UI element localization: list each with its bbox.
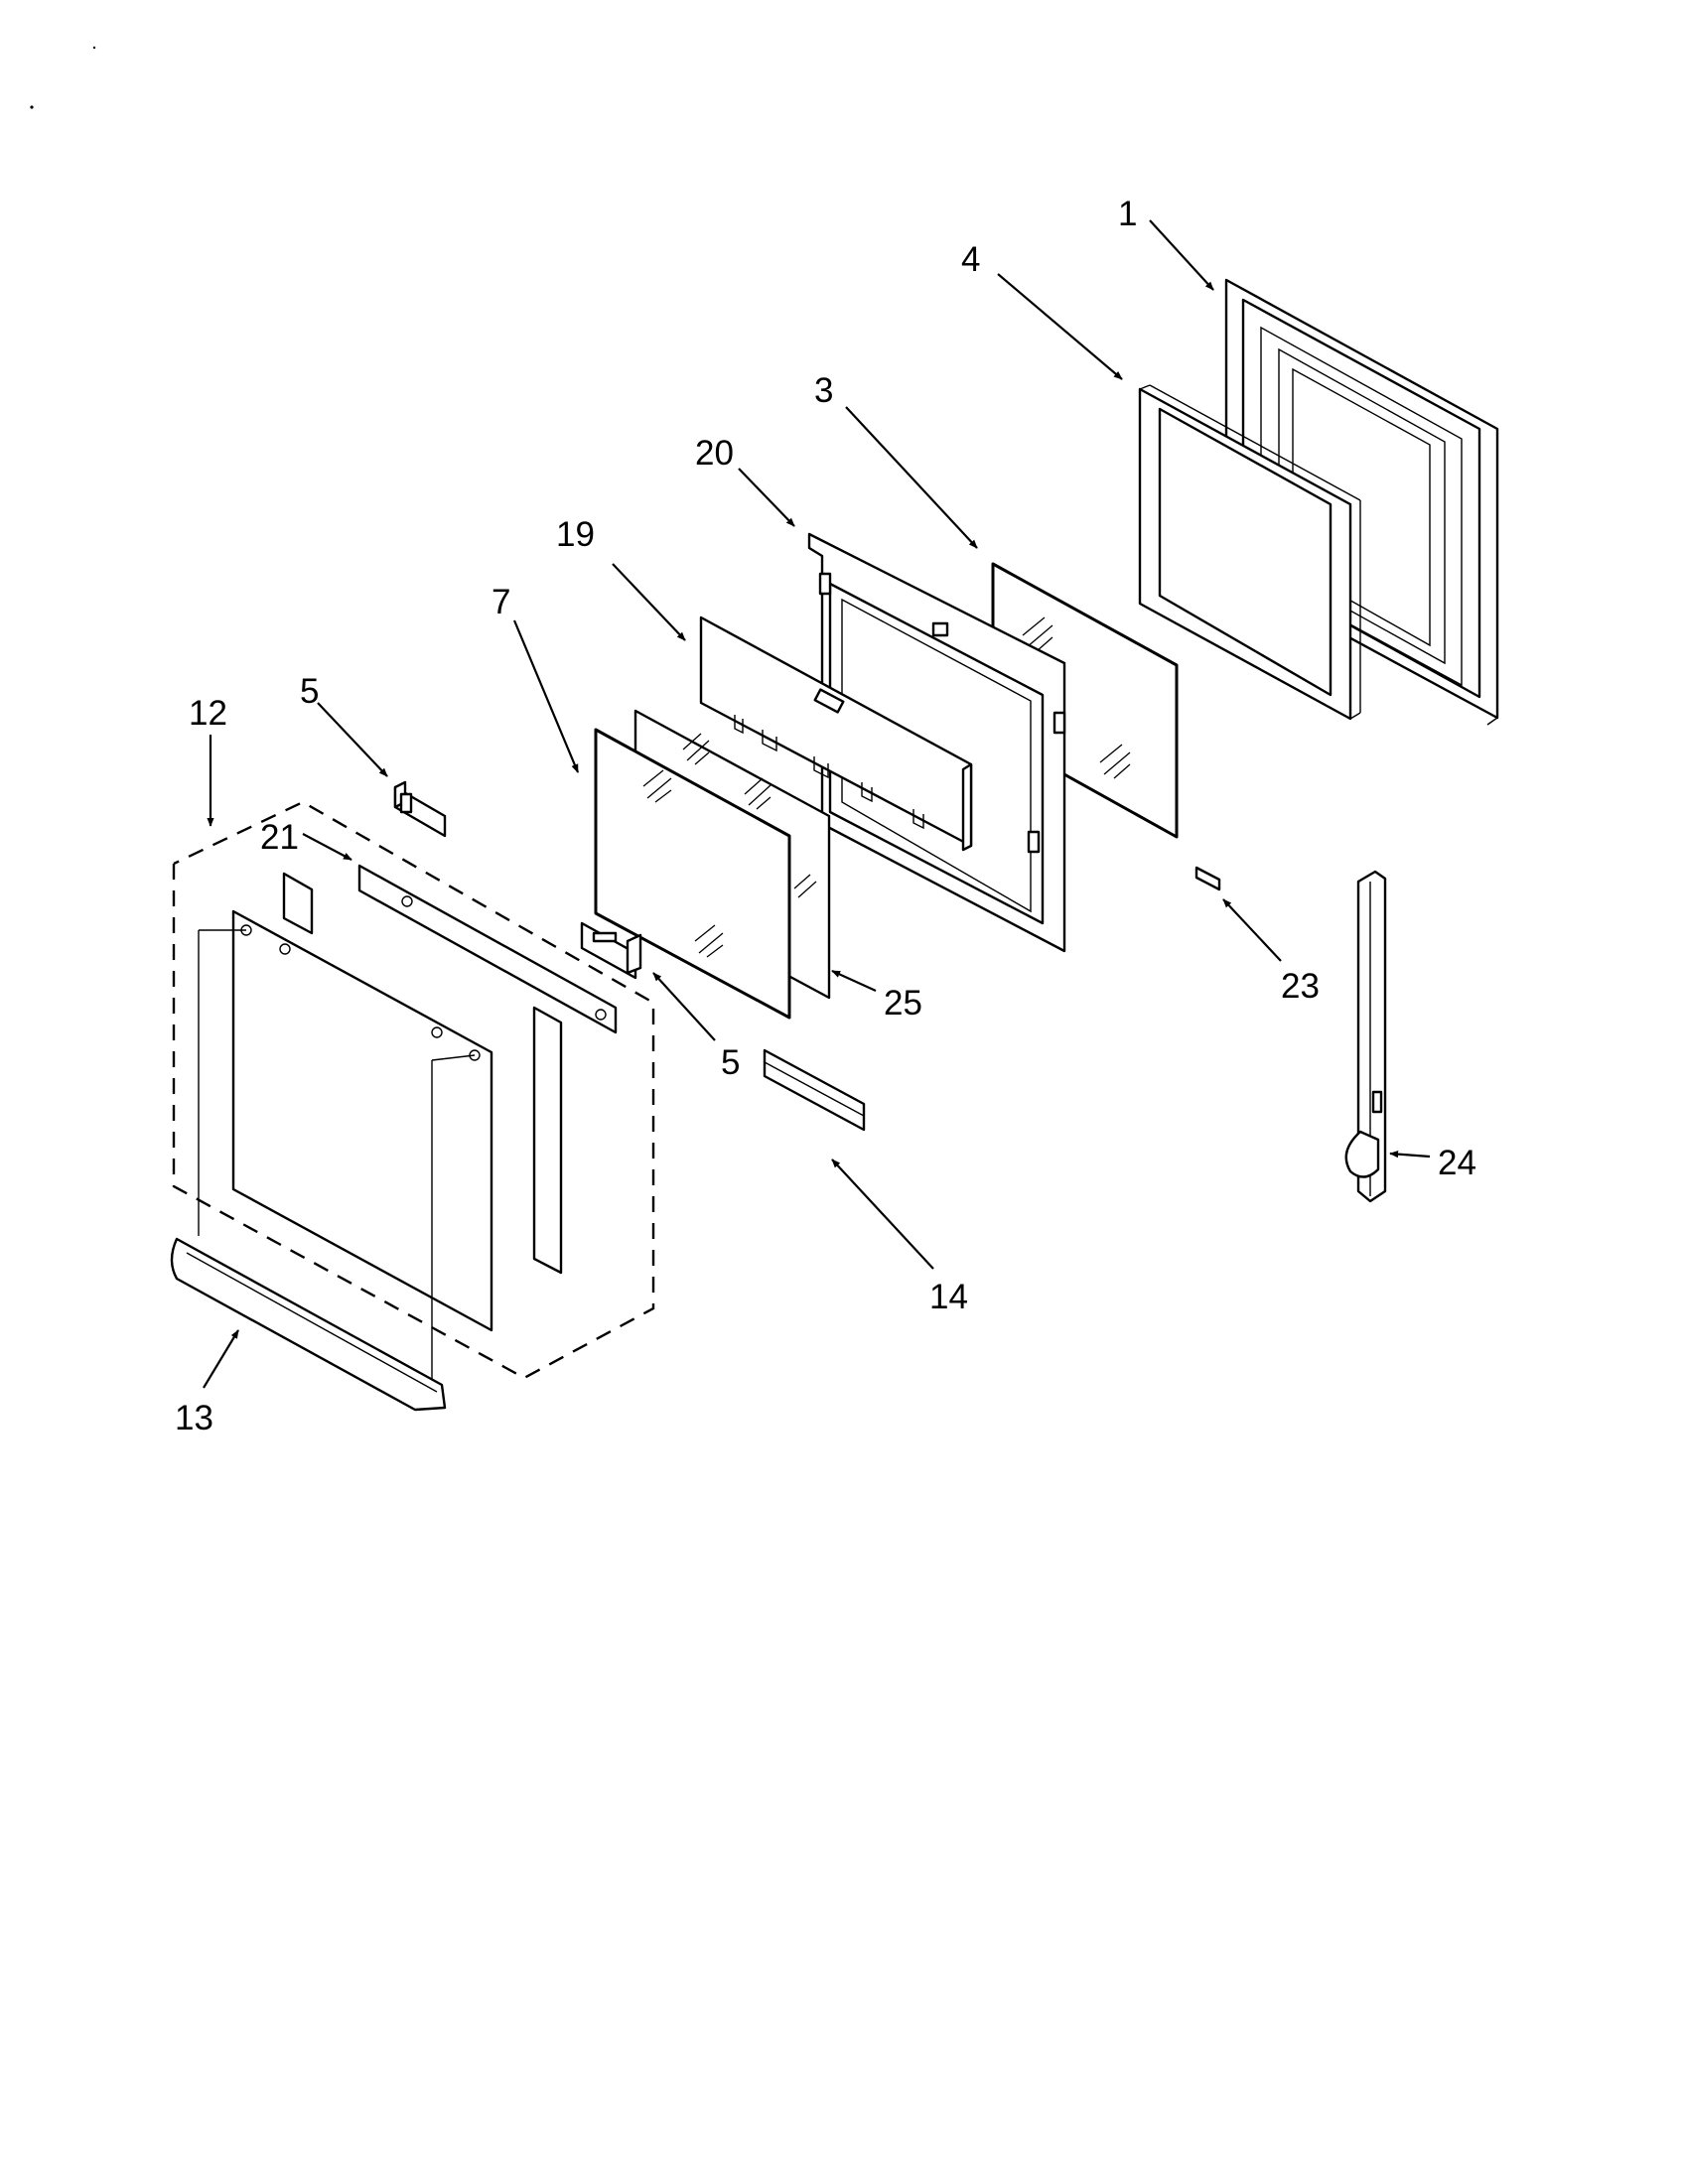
- leader-21: [302, 833, 352, 861]
- callout-12: 12: [189, 694, 227, 733]
- callout-20: 20: [695, 434, 734, 473]
- callout-4: 4: [961, 240, 980, 279]
- part-5-clip-lower: [580, 921, 642, 980]
- leader-5a: [317, 702, 388, 777]
- part-19-heat-shield: [699, 615, 973, 852]
- callout-24: 24: [1438, 1144, 1476, 1182]
- leader-lines: [203, 219, 1431, 1389]
- callout-5-lower: 5: [721, 1043, 740, 1082]
- leader-13: [203, 1329, 239, 1389]
- callout-labels: 1 4 3 20 19 7 12 5 21 5 25 23 24 14 13: [175, 195, 1476, 1437]
- leader-4: [997, 273, 1123, 380]
- part-7-outer-glass: [594, 728, 791, 1020]
- callout-13: 13: [175, 1399, 213, 1437]
- callout-7: 7: [491, 583, 510, 621]
- part-4-door-frame: [1138, 384, 1361, 721]
- part-13-bottom-trim: [170, 1237, 447, 1412]
- part-5-clip-upper: [393, 780, 447, 838]
- leader-5b: [652, 972, 716, 1041]
- callout-23: 23: [1281, 967, 1320, 1006]
- leader-19: [612, 563, 686, 641]
- callout-21: 21: [260, 818, 299, 857]
- callout-5-upper: 5: [300, 672, 319, 711]
- callout-25: 25: [884, 984, 922, 1023]
- part-24-hinge: [1344, 870, 1387, 1203]
- scan-speck: [92, 46, 96, 50]
- door-outer-panel: [198, 872, 563, 1382]
- leader-25: [831, 969, 877, 993]
- callout-19: 19: [556, 515, 595, 554]
- part-14-bottom-vent: [763, 1048, 866, 1132]
- part-12-outer-door-assembly: [172, 800, 655, 1380]
- callout-3: 3: [814, 371, 833, 410]
- leader-23: [1222, 898, 1282, 962]
- part-21-top-trim: [357, 864, 618, 1034]
- callout-1: 1: [1118, 195, 1137, 233]
- leader-24: [1389, 1151, 1431, 1159]
- part-23-small-clip: [1194, 866, 1221, 891]
- scan-speck: [30, 105, 34, 109]
- leader-14: [831, 1159, 934, 1270]
- callout-14: 14: [929, 1278, 968, 1316]
- leader-20: [738, 468, 795, 527]
- leader-1: [1149, 219, 1214, 291]
- leader-3: [845, 406, 978, 549]
- leader-7: [512, 619, 580, 773]
